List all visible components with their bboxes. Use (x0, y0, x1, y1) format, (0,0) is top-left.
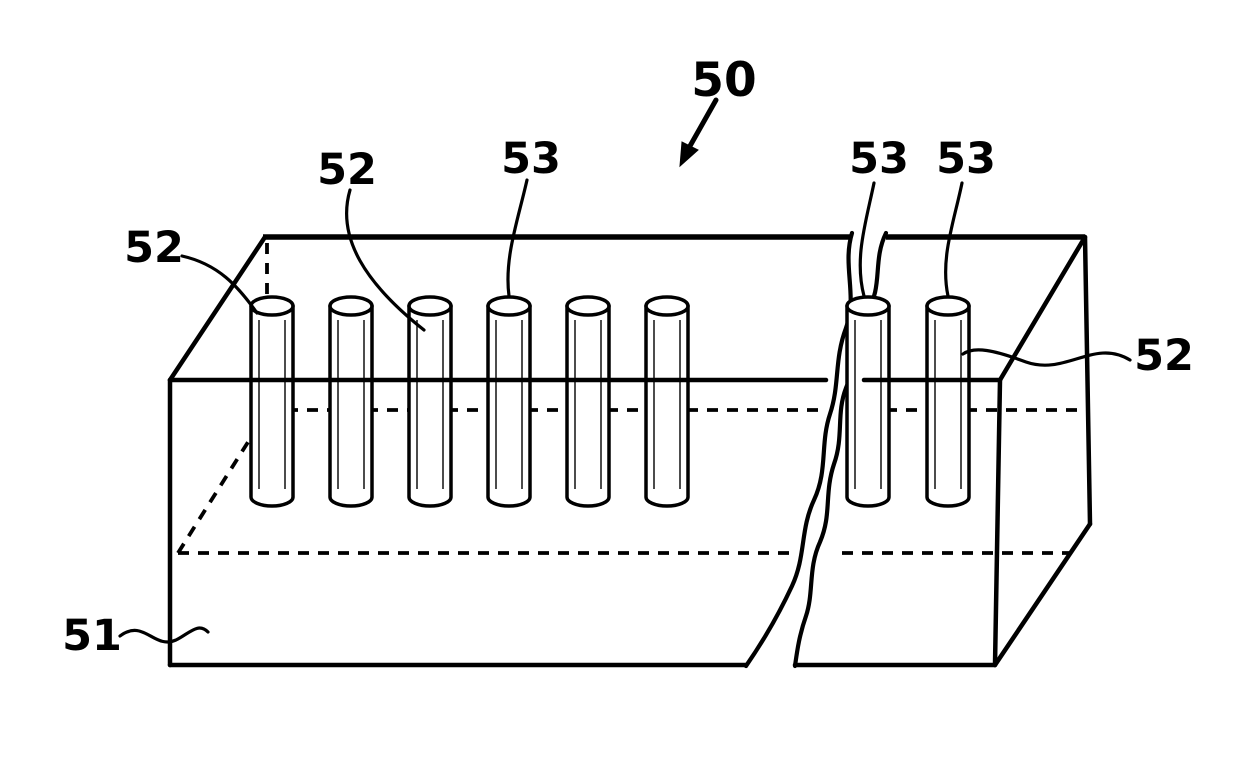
ref-label-53-right: 53 (936, 134, 996, 184)
arrow-50-shaft (687, 97, 719, 149)
base-block-outline (167, 234, 1093, 668)
assembly-arrow (679, 97, 719, 168)
edge-front-right-vertical (992, 377, 1003, 668)
ref-label-53-mid: 53 (849, 134, 909, 184)
ref-label-52-left: 52 (124, 223, 184, 273)
arrow-50-head (679, 141, 699, 168)
pin-cylinder (328, 295, 374, 508)
pin-cylinder (644, 295, 690, 508)
pin-cylinder (407, 295, 453, 508)
leader-52-left (180, 254, 259, 315)
hidden-edge-left-diagonal (176, 410, 269, 555)
leader-lines (118, 178, 1132, 644)
edge-back-right-vertical (1082, 234, 1093, 527)
pin-cylinder (486, 295, 532, 508)
reference-labels: 50 52 52 53 53 53 52 51 (62, 53, 1194, 661)
leader-53-left (506, 178, 529, 298)
pins (249, 295, 971, 508)
leader-53-mid (858, 181, 876, 298)
leader-51 (118, 626, 210, 644)
pin-cylinder (565, 295, 611, 508)
leader-53-right (944, 181, 964, 298)
ref-label-52-mid: 52 (317, 145, 377, 195)
leader-52-mid (345, 188, 426, 332)
ref-label-52-right: 52 (1134, 331, 1194, 381)
leader-52-right (961, 348, 1132, 367)
pin-cylinder (845, 295, 891, 508)
ref-label-50: 50 (691, 53, 756, 108)
pin-cylinder (249, 295, 295, 508)
ref-label-53-left: 53 (501, 134, 561, 184)
edge-top-left-slant (167, 234, 268, 383)
ref-label-51: 51 (62, 611, 122, 661)
pin-cylinder (925, 295, 971, 508)
edge-bottom-right-slant (992, 521, 1093, 668)
